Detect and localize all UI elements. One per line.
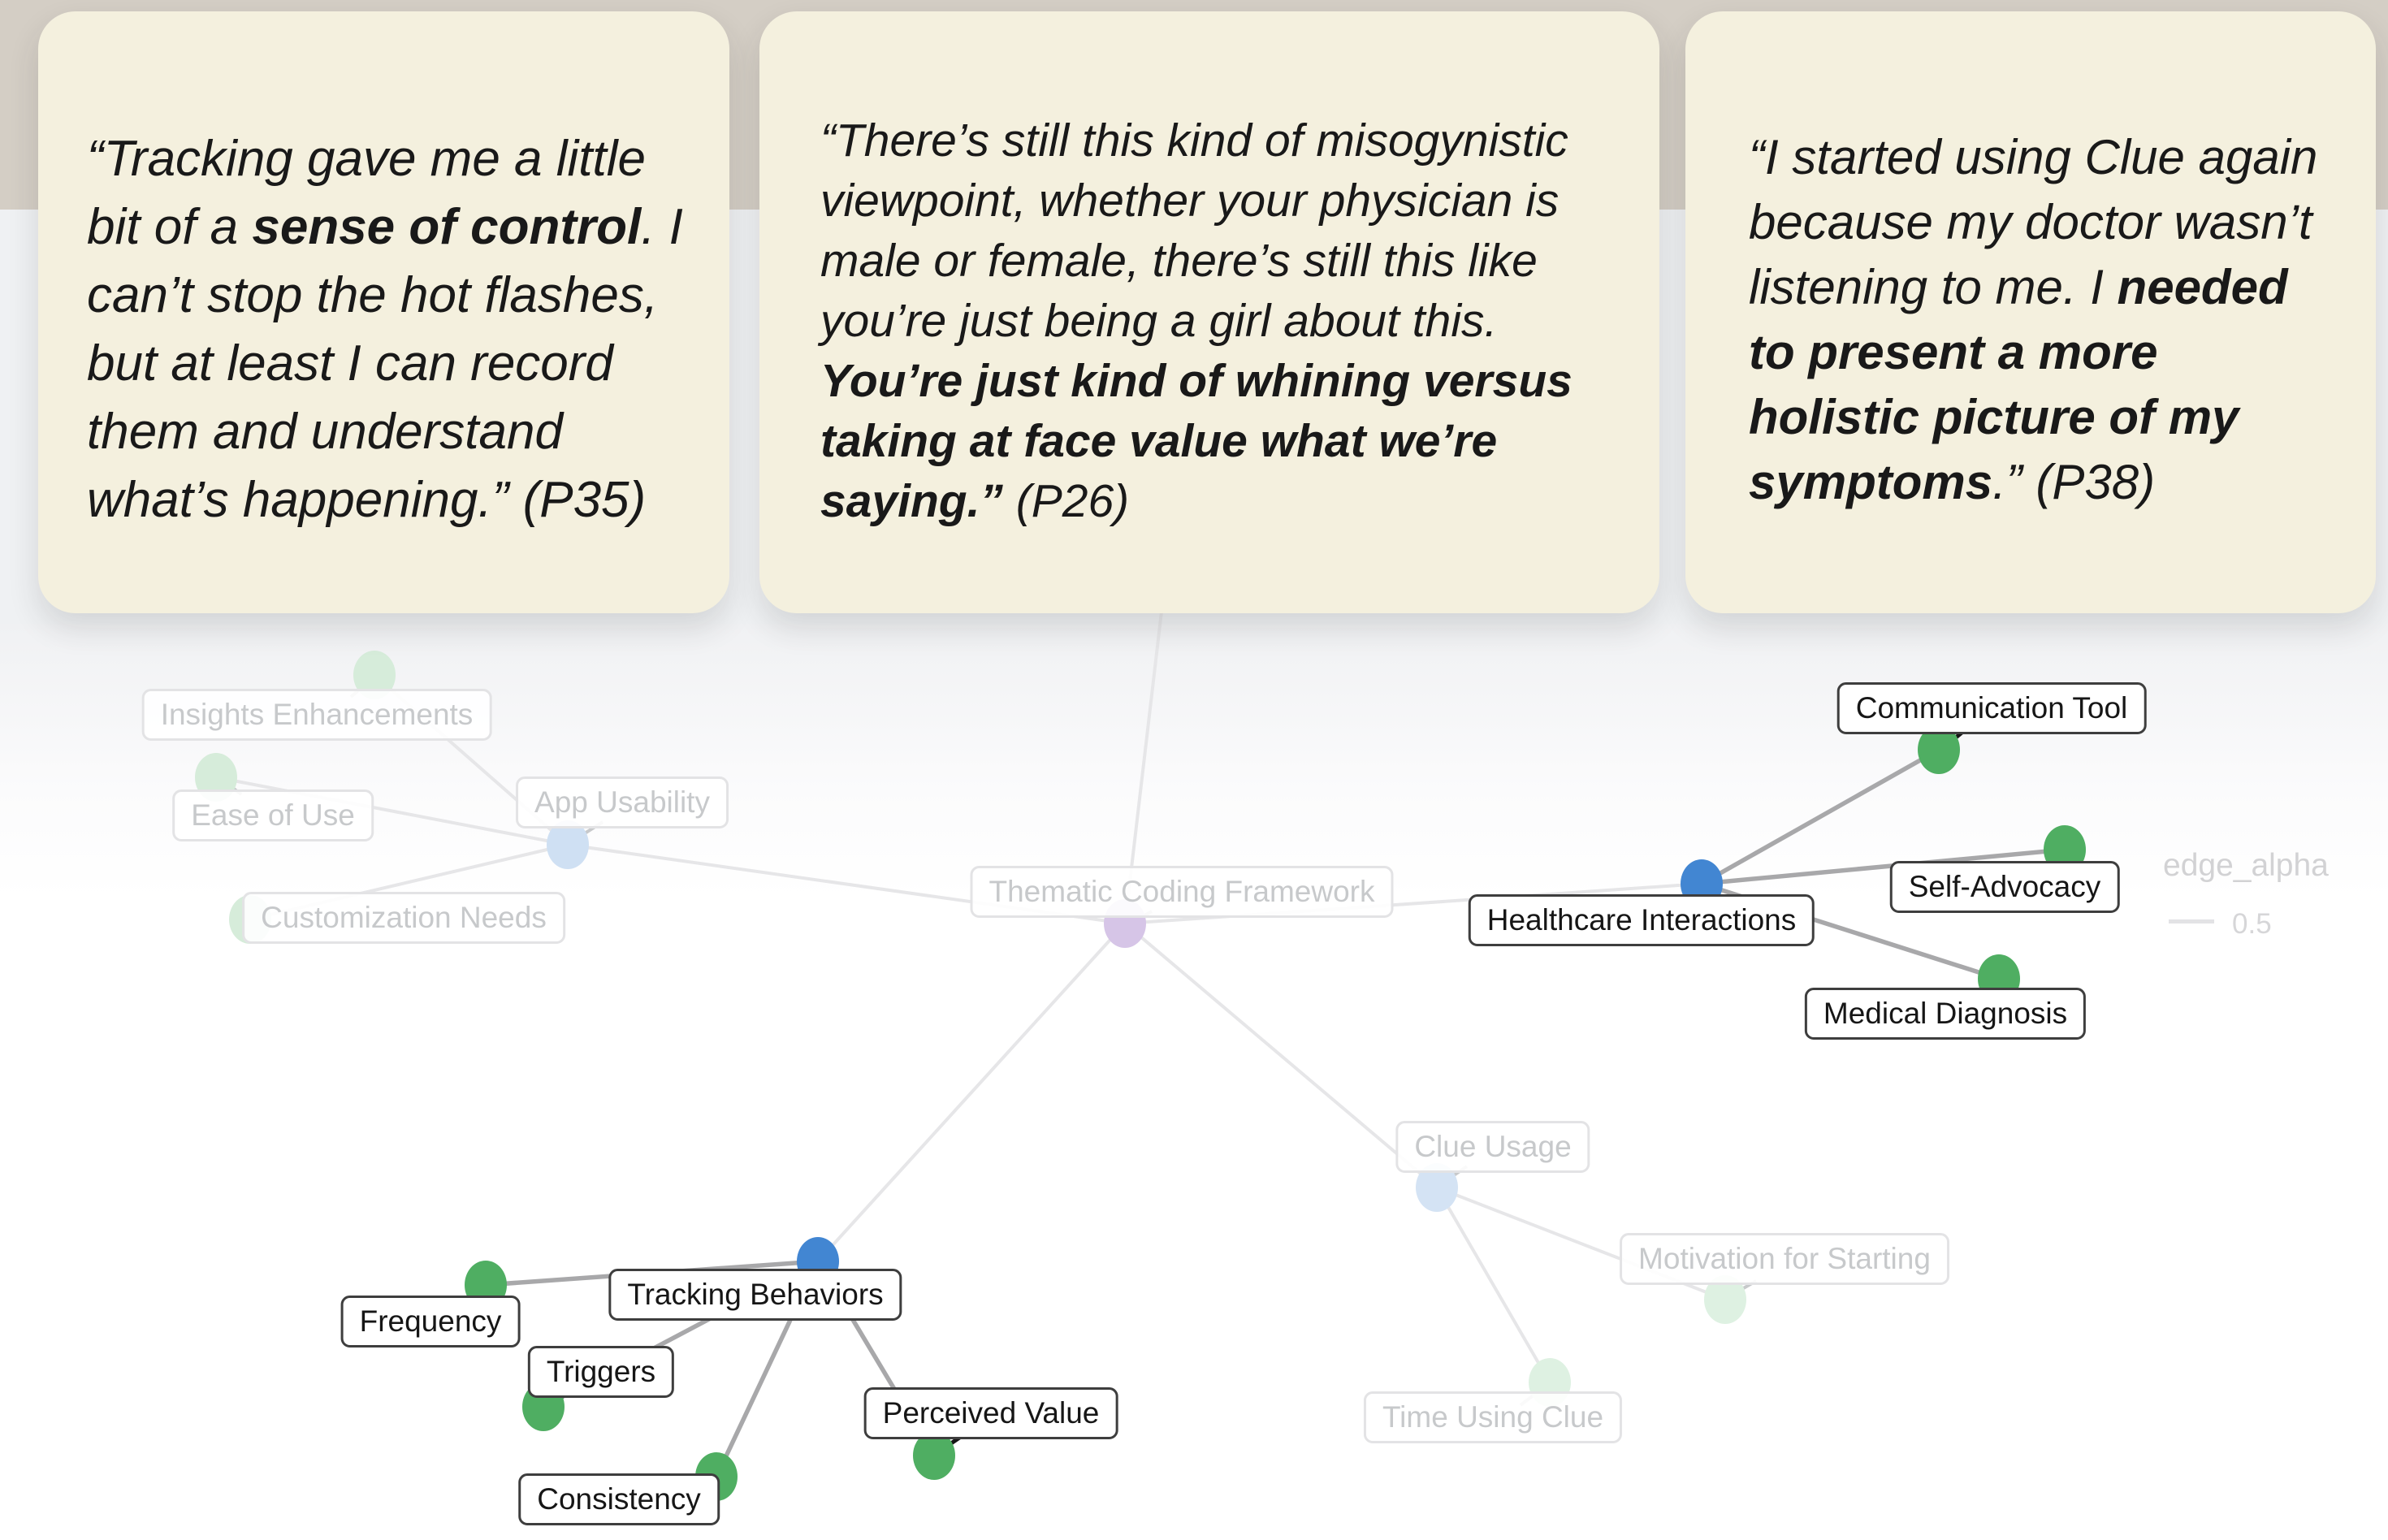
node-label-self-advocacy[interactable]: Self-Advocacy	[1889, 861, 2120, 913]
node-insights-enhancements[interactable]	[353, 651, 396, 699]
graph-edge	[215, 776, 569, 846]
node-perceived-value[interactable]	[913, 1431, 955, 1480]
graph-background	[0, 624, 2388, 1540]
node-label-medical-diagnosis[interactable]: Medical Diagnosis	[1804, 988, 2087, 1040]
node-label-time-using-clue[interactable]: Time Using Clue	[1363, 1391, 1623, 1443]
node-label-frequency[interactable]: Frequency	[340, 1296, 521, 1348]
quote-text: . I can’t stop the hot flashes, but at l…	[87, 199, 683, 528]
edge-alpha-legend-value: 0.5	[2232, 908, 2272, 940]
node-label-app-usability[interactable]: App Usability	[516, 776, 729, 828]
node-label-perceived-value[interactable]: Perceived Value	[863, 1387, 1118, 1439]
node-label-thematic-coding-framework[interactable]: Thematic Coding Framework	[970, 866, 1394, 918]
quote-text: (P26)	[1002, 475, 1130, 527]
node-label-triggers[interactable]: Triggers	[527, 1346, 675, 1398]
node-clue-usage[interactable]	[1416, 1163, 1458, 1212]
node-label-tracking-behaviors[interactable]: Tracking Behaviors	[608, 1269, 902, 1321]
graph-edge	[1701, 847, 2066, 886]
graph-edge	[816, 922, 1127, 1263]
quote-card-2-text: “There’s still this kind of misogynistic…	[820, 110, 1601, 531]
edge-alpha-legend-swatch	[2169, 919, 2214, 924]
quote-text: .” (P38)	[1992, 455, 2156, 509]
quote-text: “There’s still this kind of misogynistic…	[820, 115, 1568, 347]
node-label-healthcare-interactions[interactable]: Healthcare Interactions	[1468, 894, 1815, 946]
edge-alpha-legend-title: edge_alpha	[2163, 848, 2329, 883]
quote-card-1: “Tracking gave me a little bit of a sens…	[38, 11, 729, 613]
quote-text: “Tracking gave me a little bit of a	[87, 131, 646, 255]
quote-emphasis-text: needed to present a more holistic pictur…	[1749, 260, 2288, 509]
quote-text: “I started using Clue again because my d…	[1749, 130, 2318, 314]
graph-edge	[1435, 1186, 1551, 1384]
node-label-motivation-for-starting[interactable]: Motivation for Starting	[1620, 1233, 1949, 1285]
quote-card-2: “There’s still this kind of misogynistic…	[759, 11, 1659, 613]
node-communication-tool[interactable]	[1918, 725, 1960, 774]
node-label-customization-needs[interactable]: Customization Needs	[242, 892, 565, 944]
quote-card-3: “I started using Clue again because my d…	[1685, 11, 2376, 613]
quote-card-3-text: “I started using Clue again because my d…	[1749, 125, 2319, 515]
quote-emphasis-text: You’re just kind of whining versus takin…	[820, 355, 1573, 527]
node-motivation-for-starting[interactable]	[1704, 1275, 1746, 1324]
node-label-consistency[interactable]: Consistency	[518, 1473, 720, 1525]
quote-card-1-text: “Tracking gave me a little bit of a sens…	[87, 125, 684, 534]
quote-emphasis-text: sense of control	[252, 199, 642, 255]
node-app-usability[interactable]	[547, 820, 589, 869]
node-label-insights-enhancements[interactable]: Insights Enhancements	[141, 689, 492, 741]
node-label-communication-tool[interactable]: Communication Tool	[1836, 682, 2147, 734]
node-label-clue-usage[interactable]: Clue Usage	[1395, 1121, 1590, 1173]
node-label-ease-of-use[interactable]: Ease of Use	[172, 789, 374, 841]
graph-edge	[1123, 922, 1438, 1189]
graph-edge	[1700, 747, 1940, 886]
